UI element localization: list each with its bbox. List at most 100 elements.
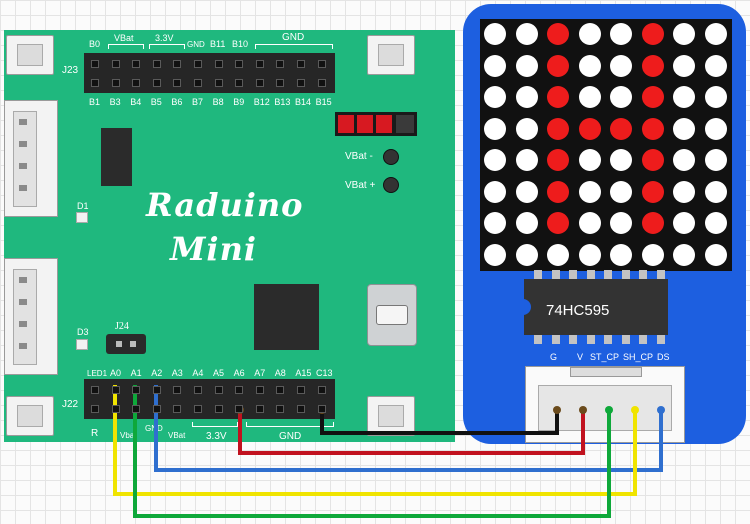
label-b9: B9: [233, 97, 245, 107]
wire-st-cp: [133, 385, 611, 518]
led-dot-on: [641, 212, 664, 234]
label-vbat-top: VBat: [114, 33, 134, 43]
header-j22: [84, 379, 335, 419]
led-dot-off: [704, 149, 727, 171]
led-dot-off: [578, 149, 601, 171]
regulator-chip: [101, 128, 132, 186]
led-dot-off: [484, 243, 506, 266]
header-j22-pin: [152, 386, 161, 394]
pin-label-sh-cp: SH_CP: [623, 352, 654, 362]
chip-pin: [656, 335, 665, 344]
status-pin-red: [338, 115, 354, 133]
led-dot-off: [704, 212, 727, 234]
chip-pin: [551, 335, 560, 344]
label-vbat-bottom-small: Vbat: [120, 431, 137, 440]
label-vbat-minus: VBat -: [345, 151, 373, 162]
led-dot-on: [641, 149, 664, 171]
label-gnd-top: GND: [282, 32, 305, 43]
chip-pin: [569, 270, 577, 279]
raduino-mini-board: [4, 30, 455, 442]
label-a15: A15: [295, 368, 312, 378]
label-gnd-small: GND: [187, 40, 205, 49]
led-dot-off: [484, 117, 506, 140]
chip-label: 74HC595: [546, 302, 610, 319]
chip-pin: [621, 335, 630, 344]
led-dot-on: [610, 117, 632, 140]
led-dot-on: [547, 54, 569, 77]
header-j22-pin: [194, 405, 202, 413]
wire-end-ds-module: [657, 406, 665, 414]
header-j23-pin: [255, 79, 264, 87]
led-dot-off: [578, 212, 601, 234]
label-led1: LED1: [87, 369, 108, 378]
led-dot-off: [578, 86, 601, 108]
label-b3: B3: [109, 97, 121, 107]
led-dot-off: [547, 243, 569, 266]
wire-sh-cp: [113, 385, 637, 496]
header-j23-pin: [297, 79, 305, 87]
led-dot-off: [578, 23, 601, 45]
led-dot-on: [547, 117, 569, 140]
label-b8: B8: [212, 97, 224, 107]
header-j22-pin: [91, 386, 99, 394]
label-b5: B5: [150, 97, 162, 107]
header-j23-pin: [235, 60, 244, 68]
header-j22-pin: [276, 386, 285, 394]
led-dot-off: [610, 23, 632, 45]
header-j22-pin: [111, 405, 120, 413]
led-dot-on: [547, 23, 569, 45]
led-dot-off: [578, 54, 601, 77]
label-j24: J24: [115, 321, 129, 332]
label-b10: B10: [232, 39, 249, 49]
board-logo-line1: Raduino: [146, 186, 304, 224]
header-j22-pin: [297, 386, 305, 394]
chip-pin: [586, 270, 595, 279]
wire-end-gnd-module: [553, 406, 561, 414]
led-dot-off: [704, 243, 727, 266]
led-dot-off: [704, 180, 727, 203]
wire-vcc: [238, 410, 585, 455]
mcu-chip: [254, 284, 319, 350]
label-a1: A1: [130, 368, 142, 378]
led-dot-on: [547, 149, 569, 171]
label-vbat-plus: VBat +: [345, 180, 376, 191]
pin-label-v: V: [577, 352, 584, 362]
pin-label-st-cp: ST_CP: [590, 352, 620, 362]
label-vbat-bottom: VBat: [168, 431, 186, 440]
label-a0: A0: [110, 368, 122, 378]
silk-bracket: [192, 422, 238, 427]
header-j22-pin: [152, 405, 161, 413]
header-j22-pin: [91, 405, 99, 413]
header-j22-pin: [214, 386, 223, 394]
jumper-j24: [106, 334, 146, 354]
header-j23-pin: [173, 60, 182, 68]
wire-end-st-cp-module: [605, 406, 613, 414]
led-dot-off: [704, 86, 727, 108]
header-j23-pin: [132, 60, 141, 68]
header-j23-pin: [317, 79, 326, 87]
header-j22-pin: [132, 386, 141, 394]
header-j22-pin: [194, 386, 202, 394]
label-d1: D1: [77, 201, 89, 211]
board-logo-line2: Mini: [170, 230, 257, 268]
led-dot-on: [641, 180, 664, 203]
chip-pin: [586, 335, 595, 344]
led-dot-on: [641, 23, 664, 45]
label-a6: A6: [233, 368, 245, 378]
header-j23-pin: [317, 60, 326, 68]
led-dot-off: [515, 117, 538, 140]
led-dot-off: [515, 180, 538, 203]
led-dot-off: [673, 117, 695, 140]
led-dot-off: [610, 180, 632, 203]
header-j22-pin: [132, 405, 141, 413]
status-pin-black: [396, 115, 414, 133]
led-dot-off: [673, 86, 695, 108]
chip-pin: [656, 270, 665, 279]
led-dot-on: [578, 117, 601, 140]
led-dot-off: [515, 54, 538, 77]
status-pin-red: [376, 115, 392, 133]
header-j23-pin: [91, 60, 99, 68]
wire-end-vcc-module: [579, 406, 587, 414]
led-dot-off: [673, 149, 695, 171]
label-b14: B14: [295, 97, 312, 107]
